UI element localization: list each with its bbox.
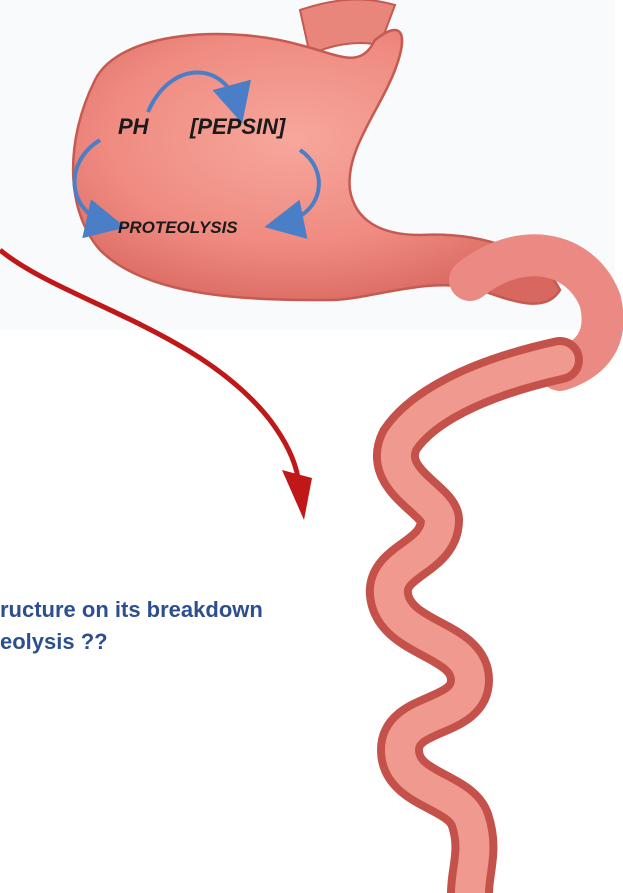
question-text: ructure on its breakdown eolysis ?? [0, 594, 470, 658]
question-line-1: ructure on its breakdown [0, 594, 470, 626]
proteolysis-label: PROTEOLYSIS [118, 218, 238, 237]
ph-label: PH [118, 114, 150, 139]
pepsin-label: [PEPSIN] [189, 114, 286, 139]
question-line-2: eolysis ?? [0, 626, 470, 658]
